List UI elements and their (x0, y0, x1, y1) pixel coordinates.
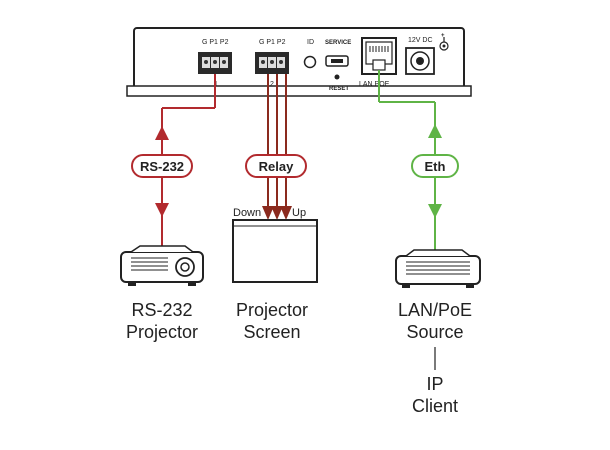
ethernet-connection: Eth (378, 70, 459, 253)
relay-pill (245, 154, 307, 178)
relay-terminal-block[interactable] (255, 52, 289, 74)
port1-pin-labels: G P1 P2 (202, 39, 229, 46)
lan-poe-label: LAN POE (359, 81, 390, 88)
eth-pill (411, 154, 459, 178)
projector-icon (120, 245, 204, 286)
projector-screen-icon (232, 219, 318, 283)
id-label: ID (307, 39, 314, 46)
projector-label-line1: RS-232 (131, 300, 192, 320)
rs232-pill-label: RS-232 (140, 159, 184, 174)
port2-pin-labels: G P1 P2 (259, 39, 286, 46)
source-label-line2: Source (406, 322, 463, 342)
lan-poe-source-icon (395, 249, 481, 288)
lan-poe-port[interactable] (361, 37, 397, 75)
svg-text:+: + (441, 33, 445, 39)
relay-pill-label: Relay (259, 159, 294, 174)
projector-label-line2: Projector (126, 322, 198, 342)
id-button[interactable] (303, 55, 317, 69)
reset-button[interactable] (334, 74, 340, 80)
reset-label: RESET (329, 86, 349, 92)
rs232-connection: RS-232 (131, 74, 216, 246)
screen-label-line2: Screen (243, 322, 300, 342)
power-label: 12V DC (408, 37, 433, 44)
client-label-line1: IP (426, 374, 443, 394)
eth-pill-label: Eth (425, 159, 446, 174)
client-label-line2: Client (412, 396, 458, 416)
service-label: SERVICE (325, 40, 351, 46)
dc-power-jack[interactable] (405, 47, 435, 75)
screen-down-label: Down (233, 207, 261, 219)
rs232-pill (131, 154, 193, 178)
rs232-terminal-block[interactable] (198, 52, 232, 74)
relay-connection: Relay (245, 74, 307, 220)
screen-label-line1: Projector (236, 300, 308, 320)
screen-up-label: Up (292, 207, 306, 219)
polarity-icon: + (439, 33, 449, 51)
port2-number: 2 (270, 81, 274, 88)
source-label-line1: LAN/PoE (398, 300, 472, 320)
